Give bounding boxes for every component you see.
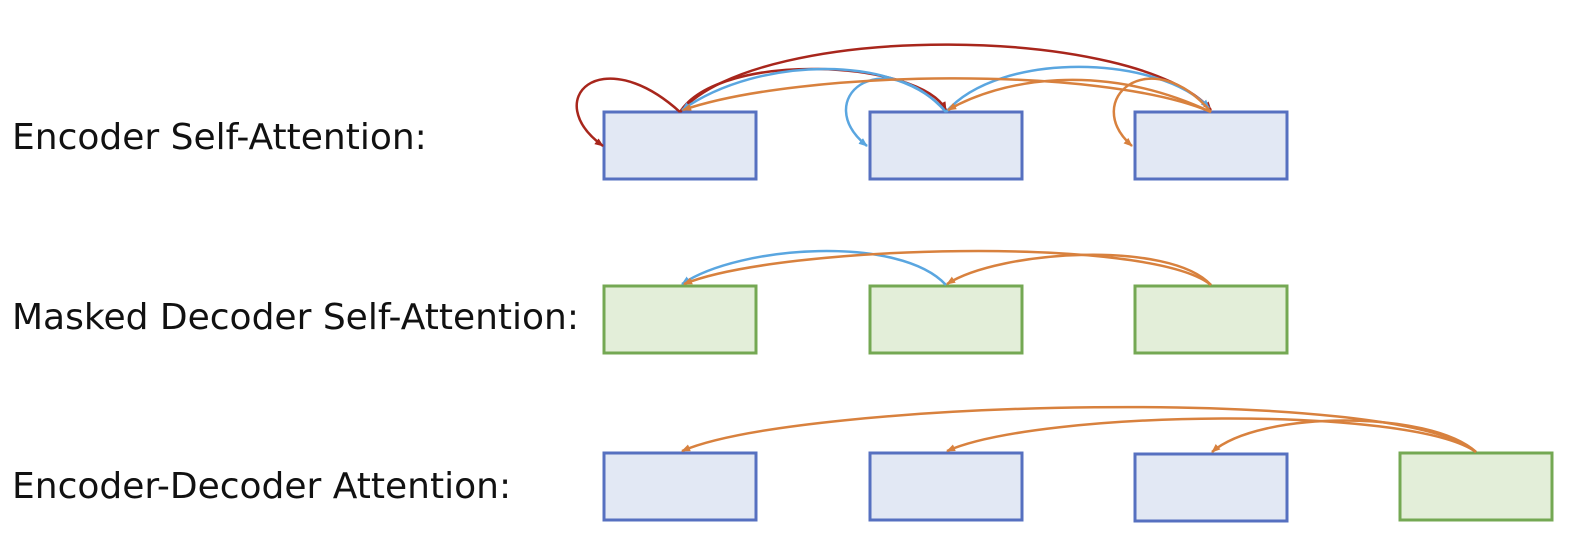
masked-decoder-self-attention-label: Masked Decoder Self-Attention:: [12, 297, 579, 338]
attention-arrow: [946, 417, 1477, 454]
attention-arrow: [945, 65, 1210, 113]
attention-arrow: [683, 249, 1212, 286]
decoder-token-box: [1398, 451, 1554, 522]
attention-arrow: [1112, 77, 1212, 147]
encoder-token-box: [1133, 110, 1289, 181]
attention-arrow: [946, 253, 1212, 286]
attention-arrow: [575, 77, 681, 148]
attention-arrow: [682, 77, 1212, 114]
attention-arrow: [681, 405, 1477, 453]
encoder-token-box: [602, 110, 758, 181]
attention-arrow: [681, 249, 947, 286]
decoder-token-box: [1133, 284, 1289, 355]
attention-arrow: [947, 78, 1212, 114]
decoder-token-box: [602, 284, 758, 355]
encoder-token-box: [868, 451, 1024, 522]
encoder-token-box: [602, 451, 758, 522]
encoder-token-box: [1133, 452, 1289, 523]
attention-arrow: [681, 67, 947, 113]
attention-arrow: [844, 77, 947, 147]
encoder-token-box: [868, 110, 1024, 181]
decoder-token-box: [868, 284, 1024, 355]
encoder-self-attention-label: Encoder Self-Attention:: [12, 117, 427, 158]
attention-arrow: [1211, 419, 1477, 453]
encoder-decoder-attention-label: Encoder-Decoder Attention:: [12, 466, 512, 507]
